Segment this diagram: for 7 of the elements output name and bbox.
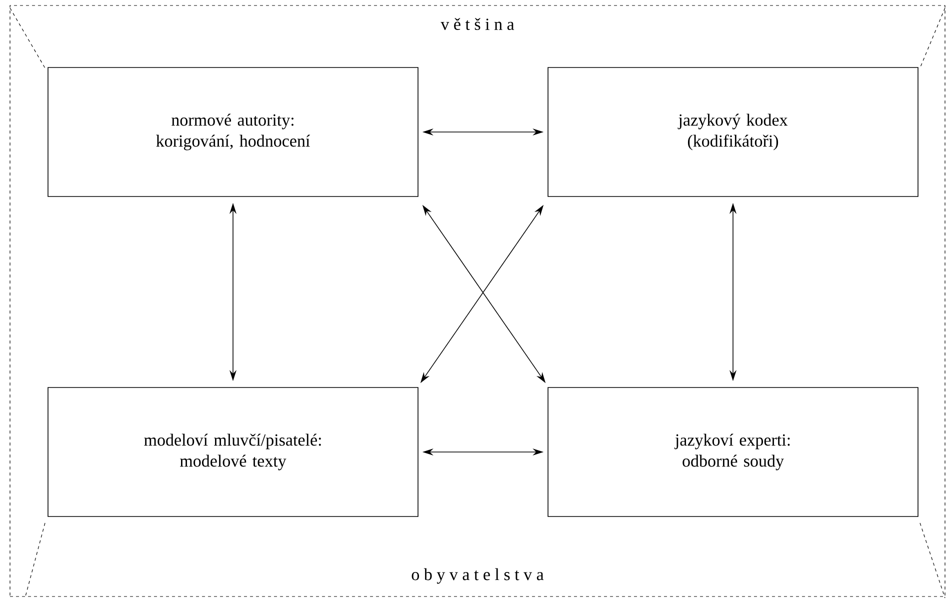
frame-text: o b y v a t e l s t v a xyxy=(412,568,544,584)
frame-text: v ě t š i n a xyxy=(440,18,514,30)
text-box: jazykoví experti: odborné soudy xyxy=(548,387,918,517)
text-box: normové autority: korigování, hodnocení xyxy=(48,67,418,197)
dashed-frame xyxy=(10,5,946,597)
text-box: modeloví mluvčí/pisatelé: modelové texty xyxy=(48,387,418,517)
text-box: jazykový kodex (kodifikátoři) xyxy=(548,67,918,197)
